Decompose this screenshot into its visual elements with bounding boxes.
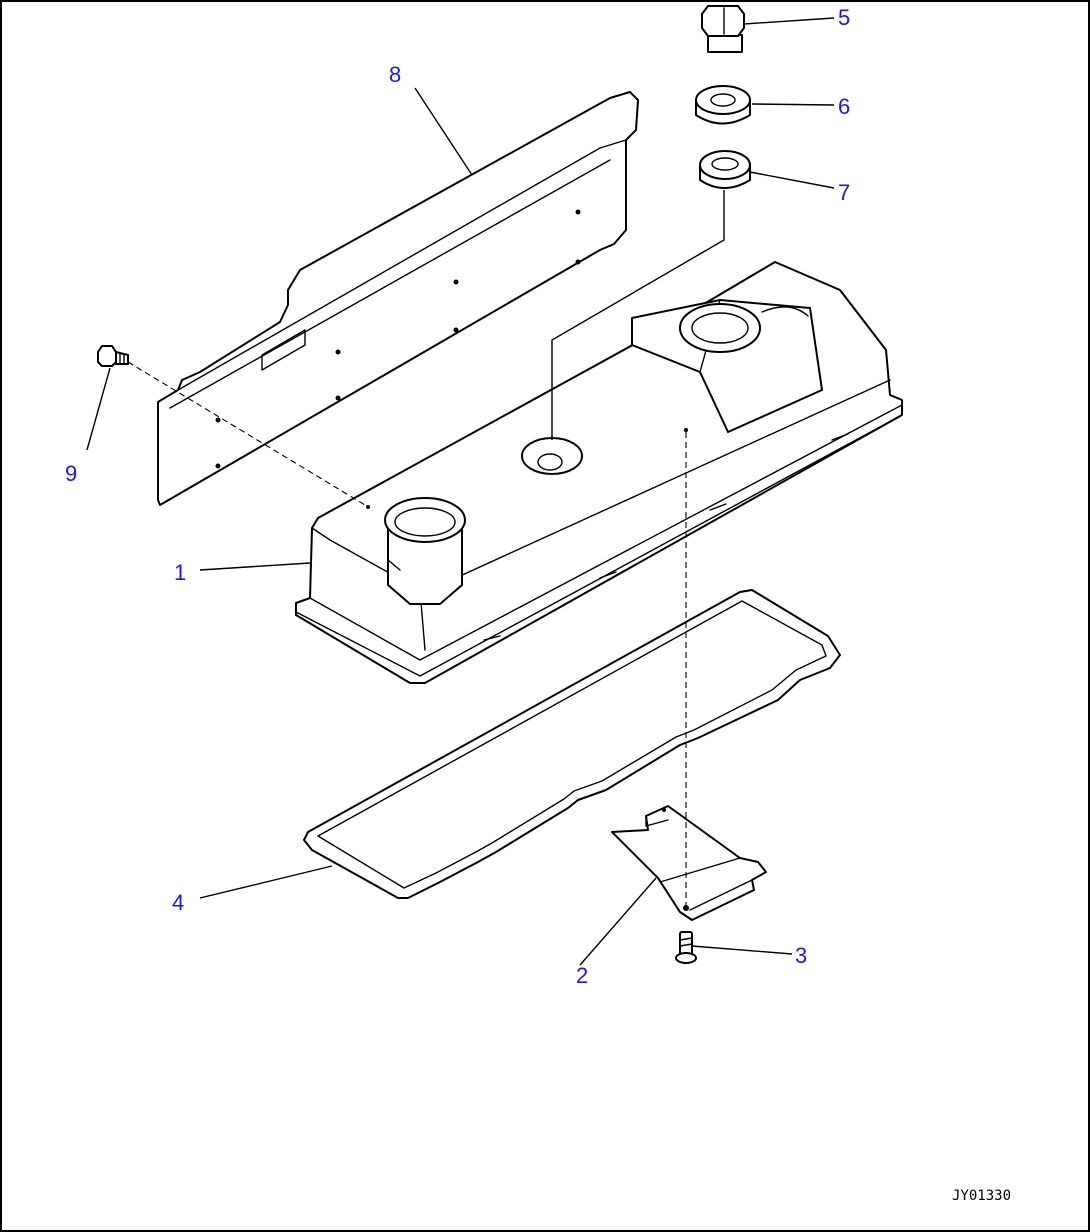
callout-3: 3 <box>795 943 807 968</box>
callout-7: 7 <box>838 180 850 205</box>
callout-labels: 1 2 3 4 5 6 7 8 9 <box>65 5 850 988</box>
callout-9: 9 <box>65 461 77 486</box>
part-5-bolt[interactable] <box>701 5 745 53</box>
part-2-bracket[interactable] <box>611 805 767 921</box>
callout-2: 2 <box>576 963 588 988</box>
callout-5: 5 <box>838 5 850 30</box>
part-6-washer[interactable] <box>695 85 751 125</box>
part-1-head-cover[interactable] <box>295 261 903 684</box>
part-8-side-cover[interactable] <box>157 91 639 506</box>
drawing-code: JY01330 <box>952 1188 1011 1204</box>
callout-8: 8 <box>389 62 401 87</box>
assembly-center-lines <box>127 361 687 908</box>
part-4-gasket[interactable] <box>303 589 841 899</box>
part-3-bolt[interactable] <box>675 931 697 964</box>
callout-4: 4 <box>172 890 184 915</box>
part-9-screw[interactable] <box>97 345 129 367</box>
callout-6: 6 <box>838 94 850 119</box>
leader-lines <box>86 17 835 966</box>
part-7-grommet[interactable] <box>699 150 751 189</box>
callout-1: 1 <box>174 560 186 585</box>
